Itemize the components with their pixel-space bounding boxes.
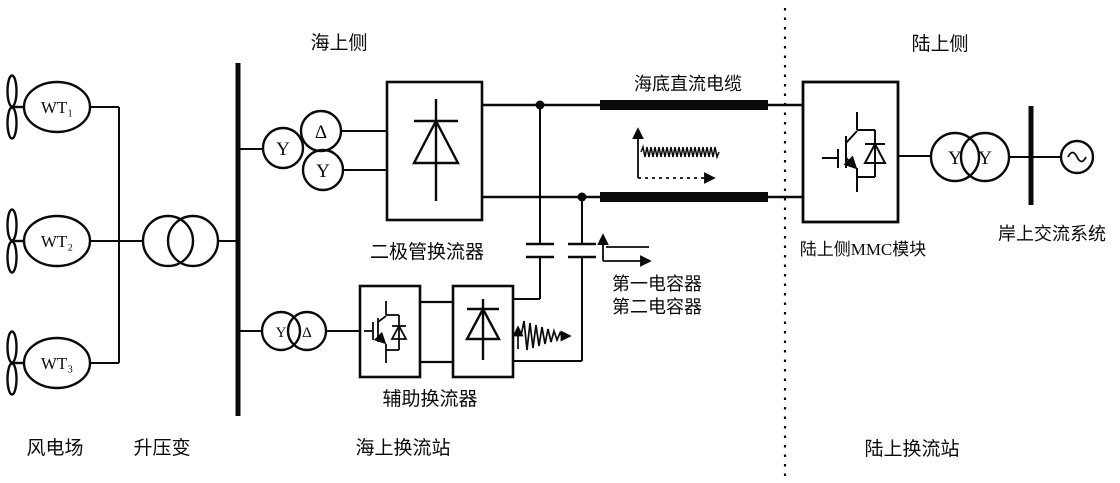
diode-converter-label: 二极管换流器 xyxy=(370,241,484,263)
labels-group: 海上侧 陆上侧 海底直流电缆 二极管换流器 第一电容器 第二电容器 辅助换流器 … xyxy=(26,32,1106,460)
wye-symbol: Y xyxy=(276,139,290,160)
three-winding-transformer-icon xyxy=(261,109,345,192)
second-capacitor-label: 第二电容器 xyxy=(612,297,702,317)
collector-lines xyxy=(90,106,143,364)
offshore-side-label: 海上侧 xyxy=(310,32,367,54)
onshore-station-label: 陆上换流站 xyxy=(864,438,959,460)
delta-symbol: Δ xyxy=(302,325,312,341)
wind-turbine-blade-icon xyxy=(6,74,24,140)
wind-turbine-blade-icon xyxy=(6,208,24,274)
mmc-module-label: 陆上侧MMC模块 xyxy=(800,240,927,259)
wye-symbol: Y xyxy=(978,148,992,169)
dc-cable-bar-top xyxy=(600,100,768,110)
submarine-cable-group xyxy=(600,100,803,202)
ac-system-label: 岸上交流系统 xyxy=(998,224,1106,244)
wye-symbol: Y xyxy=(316,161,330,182)
onshore-transformer-icon xyxy=(929,131,1011,183)
first-capacitor-label: 第一电容器 xyxy=(612,274,702,294)
wind-farm-label: 风电场 xyxy=(26,437,83,459)
aux-transformer-icon xyxy=(260,310,328,352)
offshore-station-label: 海上换流站 xyxy=(355,437,450,459)
turbine-1-label: WT₁ xyxy=(41,98,73,117)
wind-turbine-blade-icon xyxy=(6,330,24,396)
diode-icon xyxy=(465,299,501,360)
turbine-2-label: WT₂ xyxy=(41,232,73,251)
wye-symbol: Y xyxy=(276,325,287,341)
igbt-icon xyxy=(364,301,408,363)
wind-turbine-3 xyxy=(6,330,92,396)
igbt-diode-icon xyxy=(822,112,887,192)
wye-symbol: Y xyxy=(948,148,962,169)
first-capacitor-icon xyxy=(513,105,554,300)
step-up-transformer-icon xyxy=(141,214,220,268)
second-capacitor-icon xyxy=(513,197,596,362)
dc-level-waveform-icon xyxy=(597,233,652,267)
mmc-module-box xyxy=(801,80,900,224)
aux-igbt-converter-box xyxy=(358,284,422,379)
onshore-station-group xyxy=(801,80,1095,224)
diode-converter-box xyxy=(385,80,484,222)
delta-symbol: Δ xyxy=(315,122,327,143)
damped-waveform-icon xyxy=(512,320,572,351)
diode-icon xyxy=(412,99,460,201)
aux-converter-label: 辅助换流器 xyxy=(382,388,477,410)
turbine-3-label: WT₃ xyxy=(41,354,73,373)
ac-source-icon xyxy=(1059,139,1095,175)
step-up-transformer-label: 升压变 xyxy=(133,437,190,459)
wind-farm-group xyxy=(6,74,236,396)
dc-cable-bar-bottom xyxy=(600,192,768,202)
ripple-waveform-icon xyxy=(632,127,720,184)
offshore-station-group xyxy=(240,80,652,379)
submarine-cable-label: 海底直流电缆 xyxy=(634,74,742,94)
onshore-side-label: 陆上侧 xyxy=(911,33,968,55)
